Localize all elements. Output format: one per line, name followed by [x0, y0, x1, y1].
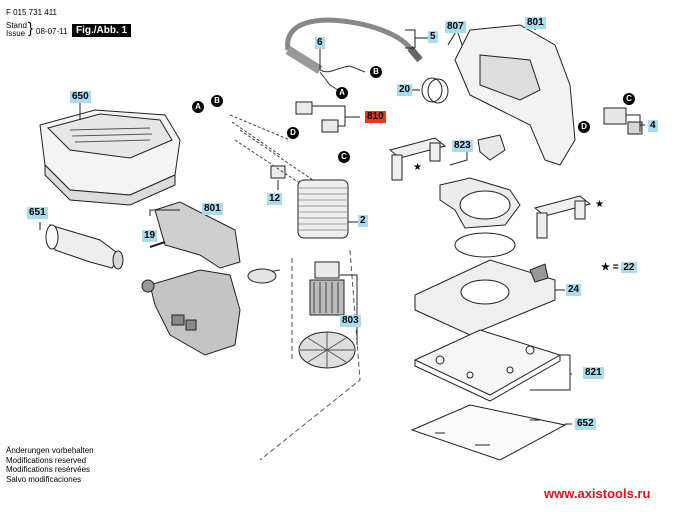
part-label-22[interactable]: 22	[621, 262, 637, 273]
field-coil-2	[297, 179, 349, 239]
brush-810-b	[321, 119, 339, 133]
plate-652	[410, 404, 567, 461]
part-label-19[interactable]: 19	[142, 230, 158, 242]
figure-label: Fig./Abb. 1	[72, 24, 132, 37]
fan-housing-823	[439, 134, 521, 258]
star-legend: ★ = 22	[601, 262, 637, 274]
armature-803	[298, 261, 356, 369]
connector-b-cable: B	[370, 66, 382, 78]
power-cable	[285, 17, 423, 91]
part-label-823[interactable]: 823	[452, 140, 473, 152]
part-label-5[interactable]: 5	[428, 31, 438, 43]
watermark-url[interactable]: www.axistools.ru	[544, 486, 651, 501]
part-label-651[interactable]: 651	[27, 207, 48, 219]
part-label-801-left[interactable]: 801	[202, 203, 223, 215]
connector-a-left: A	[192, 101, 204, 113]
part-label-810-highlighted[interactable]: 810	[365, 111, 386, 123]
star-icon: ★	[601, 262, 610, 273]
note-de: Änderungen vorbehalten	[6, 446, 94, 455]
part-label-2[interactable]: 2	[358, 215, 368, 227]
brace: }	[28, 20, 34, 37]
note-en: Modifications reserved	[6, 455, 87, 465]
connector-c-wiring: C	[338, 151, 350, 163]
dust-box-650	[39, 109, 181, 206]
bearing-cover	[247, 268, 277, 284]
part-label-4[interactable]: 4	[648, 120, 658, 132]
star-marker-foot-b: ★	[595, 199, 604, 210]
star-marker-foot-a: ★	[413, 162, 422, 173]
foot-22-b	[533, 195, 592, 239]
part-label-801-right[interactable]: 801	[525, 17, 546, 29]
note-es: Salvo modificaciones	[6, 474, 82, 484]
connector-d-wiring: D	[287, 127, 299, 139]
brush-810-a	[295, 101, 313, 115]
issue-date: 08-07-11	[36, 27, 68, 36]
foot-22-a	[388, 137, 447, 181]
part-label-20[interactable]: 20	[397, 84, 413, 96]
part-label-652[interactable]: 652	[575, 418, 596, 430]
connector-b-left: B	[211, 95, 223, 107]
note-fr: Modifications resérvées	[6, 465, 91, 474]
capacitor-12	[270, 165, 286, 179]
issue-text: Issue	[6, 29, 26, 38]
base-24	[414, 259, 556, 336]
part-label-803[interactable]: 803	[340, 315, 361, 327]
part-label-6[interactable]: 6	[315, 37, 325, 49]
connector-a-cable: A	[336, 87, 348, 99]
connector-c-switch: C	[623, 93, 635, 105]
dust-adapter-651	[45, 224, 124, 270]
document-number: F 015 731 411	[6, 8, 58, 17]
ring-20	[421, 77, 443, 103]
part-label-12[interactable]: 12	[267, 193, 283, 205]
connector-d-switch: D	[578, 121, 590, 133]
part-label-821[interactable]: 821	[583, 367, 604, 379]
screw-19	[149, 241, 166, 248]
part-label-24[interactable]: 24	[566, 284, 582, 296]
housing-left-801	[141, 201, 241, 356]
housing-right-801	[454, 24, 576, 166]
modification-notes: Änderungen vorbehalten Modifications res…	[6, 446, 94, 484]
part-label-650[interactable]: 650	[70, 91, 91, 103]
stand-text: Stand	[6, 21, 27, 30]
part-label-807[interactable]: 807	[445, 21, 466, 33]
switch-4	[603, 107, 643, 135]
equals-sign: =	[612, 262, 619, 273]
